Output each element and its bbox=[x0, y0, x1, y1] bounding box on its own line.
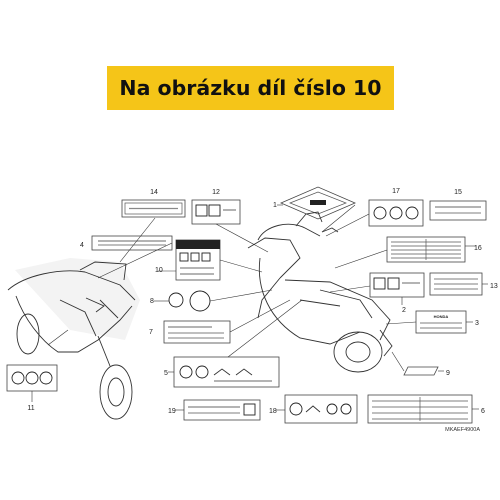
label-16[interactable] bbox=[386, 236, 466, 263]
callout-2: 2 bbox=[402, 307, 406, 314]
callout-1: 1 bbox=[273, 202, 277, 209]
label-7[interactable] bbox=[163, 320, 231, 344]
label-17[interactable] bbox=[368, 199, 424, 227]
label-10[interactable] bbox=[175, 239, 221, 281]
label-9[interactable] bbox=[403, 366, 439, 376]
label-4[interactable] bbox=[91, 235, 173, 251]
callout-4: 4 bbox=[80, 242, 84, 249]
callout-7: 7 bbox=[149, 329, 153, 336]
label-1[interactable] bbox=[279, 186, 357, 220]
callout-6: 6 bbox=[481, 408, 485, 415]
label-15[interactable] bbox=[429, 200, 487, 221]
label-2[interactable] bbox=[369, 272, 425, 298]
diagram-code: MKAEF4900A bbox=[445, 427, 480, 433]
scooter-front-illustration bbox=[7, 258, 140, 420]
label-3[interactable]: HONDA bbox=[415, 310, 467, 334]
label-3-brand: HONDA bbox=[434, 314, 449, 319]
callout-19: 19 bbox=[168, 408, 176, 415]
banner-text: Na obrázku díl číslo 10 bbox=[119, 76, 382, 100]
callout-3: 3 bbox=[475, 320, 479, 327]
label-8[interactable] bbox=[168, 290, 211, 312]
callout-13: 13 bbox=[490, 283, 498, 290]
callout-17: 17 bbox=[392, 188, 400, 195]
callout-15: 15 bbox=[454, 189, 462, 196]
label-18[interactable] bbox=[284, 394, 358, 424]
label-11[interactable] bbox=[6, 364, 58, 392]
label-13[interactable] bbox=[429, 272, 483, 296]
callout-18: 18 bbox=[269, 408, 277, 415]
label-5[interactable] bbox=[173, 356, 280, 388]
label-14[interactable] bbox=[121, 199, 186, 218]
label-6[interactable] bbox=[367, 394, 473, 424]
highlight-banner: Na obrázku díl číslo 10 bbox=[107, 66, 394, 110]
leader-lines bbox=[31, 204, 488, 411]
callout-16: 16 bbox=[474, 245, 482, 252]
callout-11: 11 bbox=[27, 405, 34, 412]
callout-9: 9 bbox=[446, 370, 450, 377]
label-19[interactable] bbox=[183, 399, 261, 421]
callout-8: 8 bbox=[150, 298, 154, 305]
callout-12: 12 bbox=[212, 189, 220, 196]
scooter-rear-illustration bbox=[247, 211, 393, 373]
callout-10: 10 bbox=[155, 267, 163, 274]
callout-14: 14 bbox=[150, 189, 158, 196]
label-12[interactable] bbox=[191, 199, 241, 225]
callout-5: 5 bbox=[164, 370, 168, 377]
